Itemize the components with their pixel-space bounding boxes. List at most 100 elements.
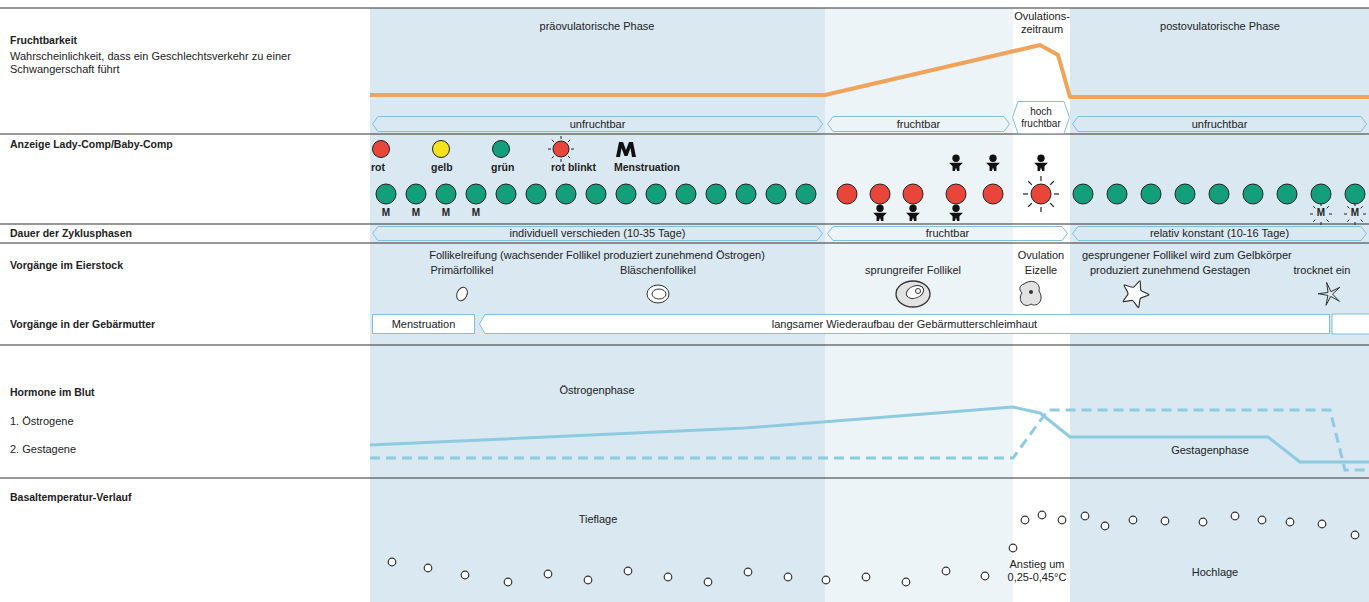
diagram-label: Eizelle <box>1025 264 1057 277</box>
row-heading: Fruchtbarkeit <box>10 34 77 47</box>
band-text: hoch fruchtbar <box>1018 106 1064 129</box>
diagram-label: Bläschenfollikel <box>620 264 696 277</box>
baby-head <box>952 205 959 212</box>
diagram-label: Hochlage <box>1192 566 1238 579</box>
diagram-label: Wahrscheinlichkeit, dass ein Geschlechts… <box>10 50 310 76</box>
legend-swatch <box>432 140 450 158</box>
blink-ray <box>1347 206 1349 208</box>
blink-ray <box>1313 206 1315 208</box>
band-text: unfruchtbar <box>1192 118 1248 131</box>
temperature-point <box>504 578 512 586</box>
display-dot <box>436 184 456 204</box>
diagram-label: Follikelreifung (wachsender Follikel pro… <box>429 249 765 262</box>
band-text: unfruchtbar <box>570 118 626 131</box>
temperature-point <box>822 576 830 584</box>
temperature-point <box>1318 520 1326 528</box>
display-dot <box>946 184 966 204</box>
display-dot <box>556 184 576 204</box>
baby-head <box>876 205 883 212</box>
display-dot <box>676 184 696 204</box>
baby-icon <box>986 155 1000 171</box>
band-text: relativ konstant (10-16 Tage) <box>1150 227 1289 240</box>
display-dot <box>1073 184 1093 204</box>
display-dot <box>1141 184 1161 204</box>
legend-text: gelb <box>431 161 453 173</box>
baby-icon <box>1034 155 1048 171</box>
blink-ray <box>1310 214 1313 215</box>
phase-ground <box>370 8 825 602</box>
legend-text: Menstruation <box>614 161 680 173</box>
blink-ray <box>548 149 551 150</box>
blink-ray <box>1361 206 1363 208</box>
fertility-curve <box>370 45 1369 97</box>
blink-ray <box>1327 220 1329 222</box>
diagram-label: Ovulation <box>1018 249 1064 262</box>
blink-ray <box>1040 176 1041 181</box>
temperature-point <box>1161 517 1169 525</box>
blink-ray <box>561 136 562 139</box>
diagram-label: sprungreifer Follikel <box>865 264 961 277</box>
phase-arrow-band: unfruchtbar <box>372 116 823 132</box>
temperature-point <box>1231 512 1239 520</box>
blink-ray <box>1355 203 1356 206</box>
band-shape <box>1013 102 1070 134</box>
row-heading: Dauer der Zyklusphasen <box>10 227 132 240</box>
diagram-label: postovulatorische Phase <box>1160 20 1280 33</box>
temperature-point <box>664 573 672 581</box>
vesicle-follicle-inner <box>652 289 666 299</box>
legend-item: grün <box>491 140 514 173</box>
phase-ground <box>825 8 1013 602</box>
temperature-point <box>1009 544 1017 552</box>
baby-head <box>1037 155 1044 162</box>
diagram-label: Tieflage <box>579 513 618 526</box>
diagram-label: Anstieg um 0,25-0,45°C <box>1002 558 1072 584</box>
band-shape <box>373 117 823 132</box>
egg-cell <box>1020 281 1041 305</box>
baby-body <box>986 163 1000 171</box>
temperature-point <box>624 567 632 575</box>
baby-icon <box>873 205 887 221</box>
row-heading: Anzeige Lady-Comp/Baby-Comp <box>10 138 173 151</box>
temperature-point <box>1058 516 1066 524</box>
display-dot <box>616 184 636 204</box>
temperature-point <box>544 570 552 578</box>
band-shape <box>828 117 1010 132</box>
row-heading: Vorgänge im Eierstock <box>10 259 123 272</box>
temperature-point <box>424 564 432 572</box>
band-shape <box>1073 117 1367 132</box>
display-dot <box>1243 184 1263 204</box>
ripe-follicle-inner <box>904 283 925 300</box>
baby-head <box>989 155 996 162</box>
menstruation-mark: M <box>1317 207 1325 219</box>
baby-body <box>873 213 887 221</box>
legend-swatch <box>372 140 390 158</box>
diagram-label: Primärfollikel <box>431 264 494 277</box>
row-separator <box>0 224 1369 225</box>
baby-body <box>949 163 963 171</box>
legend-item: rot <box>371 140 390 173</box>
legend-text: rot <box>371 161 385 173</box>
legend-item: gelb <box>431 140 453 173</box>
temperature-point <box>388 558 396 566</box>
temperature-point <box>704 578 712 586</box>
temperature-point <box>981 572 989 580</box>
display-dot <box>983 184 1003 204</box>
egg-nucleus <box>1029 290 1033 294</box>
uterus-box: langsamer Wiederaufbau der Gebärmuttersc… <box>479 314 1330 334</box>
display-dot <box>870 184 890 204</box>
row-heading: Hormone im Blut <box>10 386 95 399</box>
band-text: fruchtbar <box>926 227 969 240</box>
blink-ray <box>1040 207 1041 212</box>
temperature-point <box>1101 522 1109 530</box>
legend-m-symbol <box>616 142 636 157</box>
menstruation-mark: M <box>412 207 420 219</box>
display-dot <box>1345 184 1365 204</box>
corpus-luteum-dried <box>1318 282 1340 305</box>
legend-text: grün <box>491 161 514 173</box>
phase-arrow-band: individuell verschieden (10-35 Tage) <box>372 226 823 241</box>
band-text: individuell verschieden (10-35 Tage) <box>510 227 686 240</box>
display-dot <box>1209 184 1229 204</box>
baby-head <box>909 205 916 212</box>
baby-body <box>949 213 963 221</box>
